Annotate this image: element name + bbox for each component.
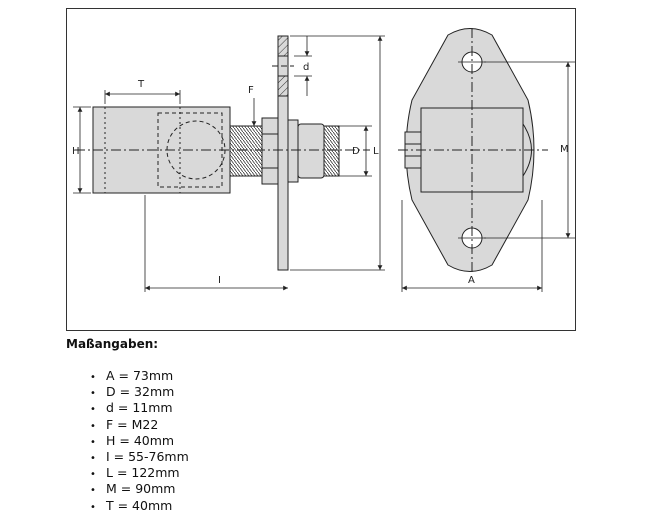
spec-item-a: A = 73mm bbox=[90, 368, 189, 384]
spec-item-m: M = 90mm bbox=[90, 481, 189, 497]
label-l: L bbox=[373, 146, 379, 157]
spec-item-i: I = 55-76mm bbox=[90, 449, 189, 465]
spec-item-t: T = 40mm bbox=[90, 498, 189, 514]
specs-list: A = 73mm D = 32mm d = 11mm F = M22 H = 4… bbox=[90, 368, 189, 514]
label-m: M bbox=[560, 144, 569, 155]
label-t: T bbox=[137, 79, 145, 90]
hex-nut bbox=[261, 117, 280, 185]
spec-item-d-large: D = 32mm bbox=[90, 384, 189, 400]
spec-item-f: F = M22 bbox=[90, 417, 189, 433]
spec-item-d-small: d = 11mm bbox=[90, 400, 189, 416]
end-thread bbox=[323, 125, 340, 177]
front-view: M A bbox=[398, 28, 575, 292]
technical-drawing: T H F I d D L bbox=[66, 8, 576, 331]
label-h: H bbox=[72, 146, 80, 157]
label-d-small: d bbox=[303, 62, 309, 73]
mounting-plate bbox=[277, 35, 289, 271]
threaded-shaft bbox=[229, 125, 263, 177]
label-d-large: D bbox=[352, 146, 360, 157]
bushing bbox=[297, 123, 325, 179]
label-f: F bbox=[248, 85, 254, 96]
label-a: A bbox=[468, 275, 475, 286]
spec-item-h: H = 40mm bbox=[90, 433, 189, 449]
label-i: I bbox=[218, 275, 221, 286]
side-view: T H F I d D L bbox=[72, 35, 385, 292]
spec-item-l: L = 122mm bbox=[90, 465, 189, 481]
washer bbox=[287, 119, 299, 183]
specs-heading: Maßangaben: bbox=[66, 337, 159, 351]
